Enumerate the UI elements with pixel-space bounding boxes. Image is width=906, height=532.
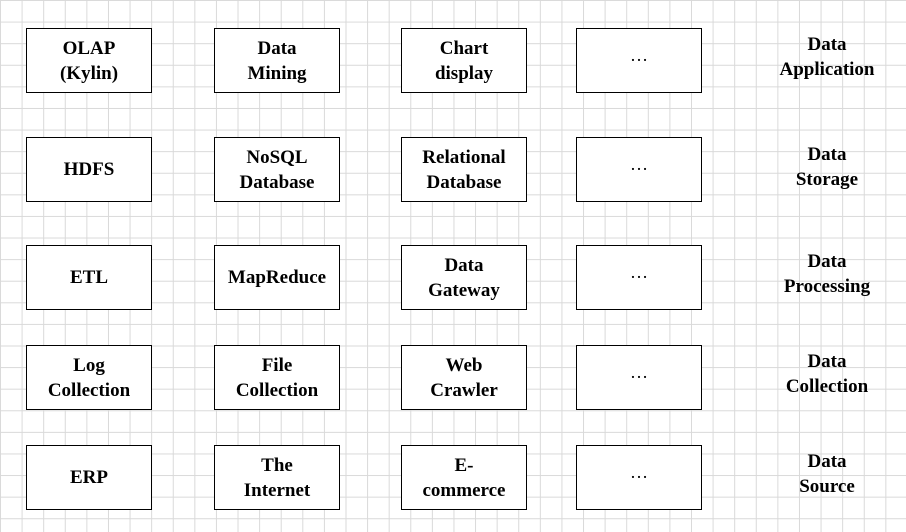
cell-relational-database: Relational Database (401, 137, 527, 202)
cell-ellipsis: … (576, 445, 702, 510)
cell-mapreduce: MapReduce (214, 245, 340, 310)
cell-chart-display: Chart display (401, 28, 527, 93)
cell-ellipsis: … (576, 345, 702, 410)
cell-ellipsis: … (576, 245, 702, 310)
layer-label-data-source: Data Source (799, 451, 855, 497)
cell-e-commerce: E- commerce (401, 445, 527, 510)
cell-etl: ETL (26, 245, 152, 310)
layer-label-data-collection: Data Collection (785, 351, 869, 397)
cell-data-gateway: Data Gateway (401, 245, 527, 310)
cell-data-mining: Data Mining (214, 28, 340, 93)
cell-ellipsis: … (576, 137, 702, 202)
cell-file-collection: File Collection (214, 345, 340, 410)
layer-label-data-processing: Data Processing (783, 251, 871, 297)
layer-label-data-storage: Data Storage (795, 144, 859, 190)
cell-olap-kylin: OLAP (Kylin) (26, 28, 152, 93)
cell-ellipsis: … (576, 28, 702, 93)
cell-hdfs: HDFS (26, 137, 152, 202)
layer-label-data-application: Data Application (779, 34, 875, 80)
cell-erp: ERP (26, 445, 152, 510)
cell-web-crawler: Web Crawler (401, 345, 527, 410)
cell-the-internet: The Internet (214, 445, 340, 510)
cell-nosql-database: NoSQL Database (214, 137, 340, 202)
cell-log-collection: Log Collection (26, 345, 152, 410)
